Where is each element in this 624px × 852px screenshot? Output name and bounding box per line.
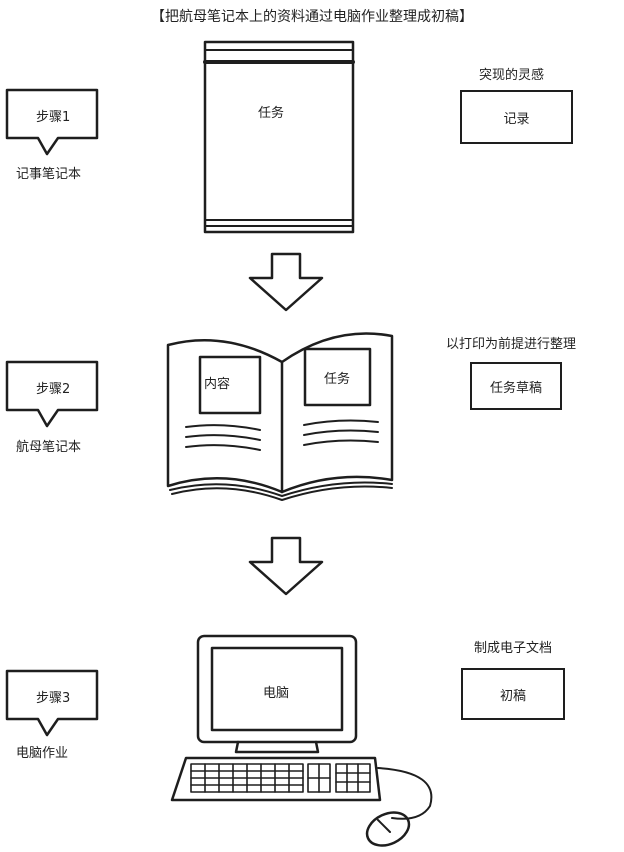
task-page-label: 任务 bbox=[324, 371, 350, 387]
notebook-label: 任务 bbox=[258, 105, 284, 121]
step2-caption: 航母笔记本 bbox=[16, 440, 82, 455]
down-arrow-icon bbox=[248, 536, 324, 596]
step3-right-label: 制成电子文档 bbox=[474, 641, 553, 656]
step1-right-box: 记录 bbox=[460, 90, 573, 144]
step1-right-label: 突现的灵感 bbox=[479, 68, 545, 83]
diagram-title: 【把航母笔记本上的资料通过电脑作业整理成初稿】 bbox=[151, 9, 473, 25]
step3-caption: 电脑作业 bbox=[16, 746, 69, 761]
open-book-icon bbox=[166, 332, 394, 501]
step3-badge-label: 步骤3 bbox=[36, 691, 71, 706]
down-arrow-icon bbox=[248, 252, 324, 312]
step1-caption: 记事笔记本 bbox=[16, 167, 82, 182]
step3-badge-shape bbox=[5, 669, 99, 737]
step2-badge-shape bbox=[5, 360, 99, 428]
keyboard-icon bbox=[170, 756, 382, 802]
computer-screen-label: 电脑 bbox=[263, 686, 289, 701]
computer-icon bbox=[196, 634, 358, 754]
step2-badge-label: 步骤2 bbox=[36, 382, 71, 397]
content-page-box bbox=[198, 355, 262, 415]
step3-right-box: 初稿 bbox=[461, 668, 565, 720]
task-page-box bbox=[303, 347, 372, 407]
step1-badge-label: 步骤1 bbox=[36, 110, 71, 125]
notebook-icon bbox=[203, 40, 355, 234]
content-page-label: 内容 bbox=[204, 376, 230, 392]
mouse-icon bbox=[365, 767, 433, 847]
step2-right-box: 任务草稿 bbox=[470, 362, 562, 410]
step1-badge-shape bbox=[5, 88, 99, 156]
step2-right-label: 以打印为前提进行整理 bbox=[446, 337, 577, 352]
